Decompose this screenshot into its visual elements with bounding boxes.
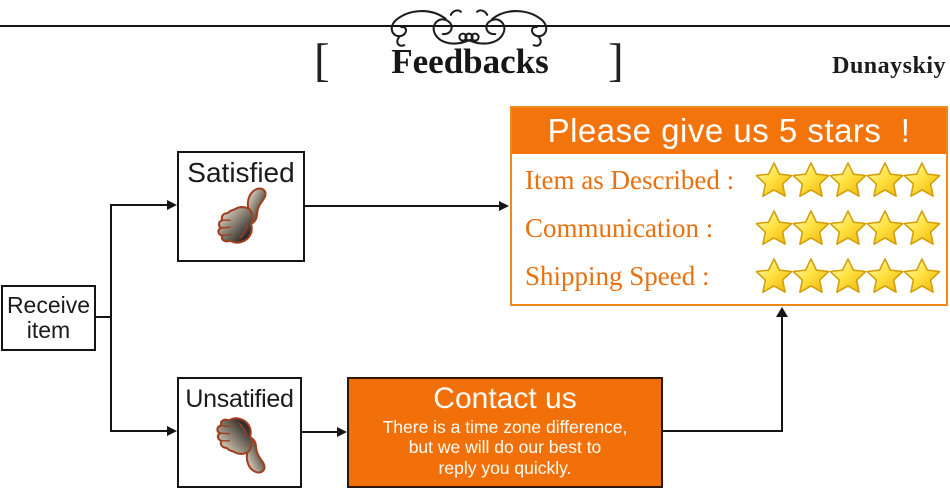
contact-body-line: but we will do our best to — [408, 437, 602, 458]
receive-item-label: Receive item — [6, 291, 91, 343]
star-rating — [755, 257, 941, 295]
star-icon — [903, 258, 941, 293]
star-icon — [829, 162, 867, 197]
thumbs-up-icon — [217, 187, 267, 244]
rating-label: Shipping Speed : — [525, 260, 710, 291]
rating-label: Communication : — [525, 212, 714, 243]
star-icon — [866, 258, 904, 293]
flow-line-satisfied-to-stars — [305, 205, 501, 207]
star-icon — [792, 162, 830, 197]
arrowhead-into-stars-panel — [499, 201, 509, 211]
satisfied-box: Satisfied — [177, 151, 305, 262]
brand-name: Dunayskiy — [832, 53, 946, 79]
stars-panel-title: Please give us 5 stars ! — [512, 108, 946, 154]
star-icon — [866, 210, 904, 245]
flow-line-unsatisfied-to-contact — [302, 431, 339, 433]
star-icon — [866, 162, 904, 197]
rating-row-communication: Communication : — [525, 209, 941, 247]
top-rule — [0, 25, 950, 27]
arrowhead-into-contact-panel — [337, 427, 347, 437]
flow-line-to-unsatisfied — [110, 430, 170, 432]
thumbs-down-icon — [215, 417, 266, 474]
rating-label: Item as Described : — [525, 164, 735, 195]
star-icon — [829, 210, 867, 245]
contact-body-line: There is a time zone difference, — [382, 417, 628, 437]
star-icon — [903, 210, 941, 245]
star-icon — [755, 162, 793, 197]
flow-line-branch-vertical — [110, 204, 112, 432]
ornamental-divider-icon — [390, 9, 548, 47]
star-icon — [792, 210, 830, 245]
flow-line-to-satisfied — [110, 204, 170, 206]
star-icon — [792, 258, 830, 293]
rating-rows: Item as Described : Communication : Ship… — [512, 154, 946, 304]
title-bracket-left: [ — [314, 35, 330, 87]
contact-title: Contact us — [433, 382, 577, 415]
star-icon — [755, 210, 793, 245]
contact-us-panel: Contact us There is a time zone differen… — [347, 377, 663, 488]
rating-row-shipping-speed: Shipping Speed : — [525, 257, 941, 295]
rating-row-item-as-described: Item as Described : — [525, 161, 941, 199]
flow-line-receive-out — [96, 316, 112, 318]
arrowhead-into-unsatisfied — [167, 426, 177, 436]
five-stars-panel: Please give us 5 stars ! Item as Describ… — [510, 106, 948, 306]
arrowhead-up-into-stars-panel — [776, 307, 788, 317]
unsatisfied-box: Unsatified — [177, 377, 302, 488]
star-icon — [829, 258, 867, 293]
receive-item-box: Receive item — [1, 285, 96, 351]
contact-body-line: reply you quickly. — [438, 457, 572, 478]
star-rating — [755, 161, 941, 199]
title-bracket-right: ] — [608, 35, 624, 87]
star-rating — [755, 209, 941, 247]
arrowhead-into-satisfied — [167, 200, 177, 210]
flow-line-contact-up — [781, 315, 783, 432]
unsatisfied-label: Unsatified — [185, 385, 294, 413]
satisfied-label: Satisfied — [187, 157, 295, 188]
star-icon — [903, 162, 941, 197]
page-title: Feedbacks — [391, 42, 549, 81]
star-icon — [755, 258, 793, 293]
flow-line-contact-out — [663, 430, 782, 432]
